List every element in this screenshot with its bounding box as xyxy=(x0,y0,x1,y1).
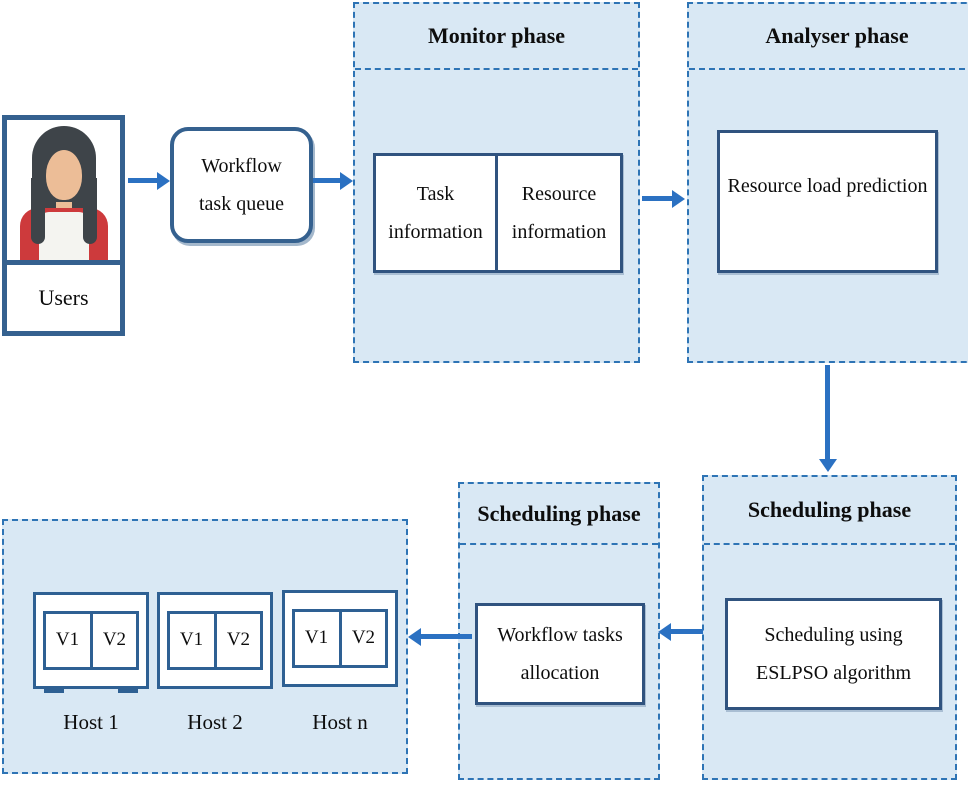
workflow-task-queue-box: Workflow task queue xyxy=(170,127,313,243)
vm-cell: V2 xyxy=(338,612,386,665)
arrow-monitor-to-analyser xyxy=(642,196,672,201)
host-foot xyxy=(118,688,138,693)
eslpso-line2: ESLPSO algorithm xyxy=(755,662,911,684)
task-information-box: Task information xyxy=(373,153,498,273)
analyser-phase-title: Analyser phase xyxy=(689,4,968,70)
hosts-container: V1 V2 V1 V2 V1 V2 Host 1 Host 2 Host n xyxy=(2,519,408,774)
users-label: Users xyxy=(38,285,89,310)
host-foot xyxy=(44,688,64,693)
host-1-vm-group: V1 V2 xyxy=(42,611,140,670)
user-avatar-panel xyxy=(7,120,120,265)
host-n-vm-group: V1 V2 xyxy=(291,609,389,668)
scheduling-phase-left-container: Scheduling phase Workflow tasks allocati… xyxy=(458,482,660,780)
resource-info-line2: information xyxy=(511,221,607,243)
user-avatar-icon xyxy=(16,126,112,260)
host-1-label: Host 1 xyxy=(63,710,119,734)
resource-load-prediction-label: Resource load prediction xyxy=(727,175,928,197)
resource-information-box: Resource information xyxy=(498,153,623,273)
allocation-line1: Workflow tasks xyxy=(497,624,623,646)
eslpso-line1: Scheduling using xyxy=(764,624,903,646)
avatar-hair-strand xyxy=(30,178,45,244)
vm-cell: V2 xyxy=(213,614,261,667)
workflow-queue-line1: Workflow xyxy=(201,155,282,177)
resource-load-prediction-box: Resource load prediction xyxy=(717,130,938,273)
workflow-queue-line2: task queue xyxy=(199,193,284,215)
analyser-phase-container: Analyser phase Resource load prediction xyxy=(687,2,968,363)
host-n-label: Host n xyxy=(312,710,368,734)
eslpso-scheduling-box: Scheduling using ESLPSO algorithm xyxy=(725,598,942,710)
workflow-tasks-allocation-box: Workflow tasks allocation xyxy=(475,603,645,705)
host-1-box: V1 V2 xyxy=(33,592,149,693)
monitor-phase-title: Monitor phase xyxy=(355,4,638,70)
host-2-label: Host 2 xyxy=(187,710,243,734)
allocation-line2: allocation xyxy=(520,662,600,684)
vm-cell: V2 xyxy=(89,614,137,667)
arrow-allocation-to-hosts xyxy=(421,634,472,639)
vm-cell: V1 xyxy=(304,627,329,649)
resource-info-line1: Resource xyxy=(521,183,597,205)
scheduling-phase-left-title: Scheduling phase xyxy=(460,484,658,545)
vm-cell: V1 xyxy=(55,629,80,651)
avatar-shirt xyxy=(38,212,89,260)
arrow-users-to-queue xyxy=(128,178,157,183)
host-2-vm-group: V1 V2 xyxy=(166,611,264,670)
host-2-box: V1 V2 xyxy=(157,592,273,689)
scheduling-phase-right-title: Scheduling phase xyxy=(704,477,955,545)
avatar-hair-strand xyxy=(82,178,97,244)
task-info-line1: Task xyxy=(416,183,455,205)
vm-cell: V1 xyxy=(179,629,204,651)
monitor-phase-container: Monitor phase Task information Resource … xyxy=(353,2,640,363)
arrow-analyser-to-scheduling xyxy=(825,365,830,459)
scheduling-phase-right-container: Scheduling phase Scheduling using ESLPSO… xyxy=(702,475,957,780)
arrow-scheduling-to-allocation xyxy=(671,629,703,634)
host-n-box: V1 V2 xyxy=(282,590,398,687)
users-box: Users xyxy=(2,115,125,336)
avatar-face xyxy=(45,150,82,200)
task-info-line2: information xyxy=(388,221,483,243)
arrow-queue-to-monitor xyxy=(313,178,340,183)
